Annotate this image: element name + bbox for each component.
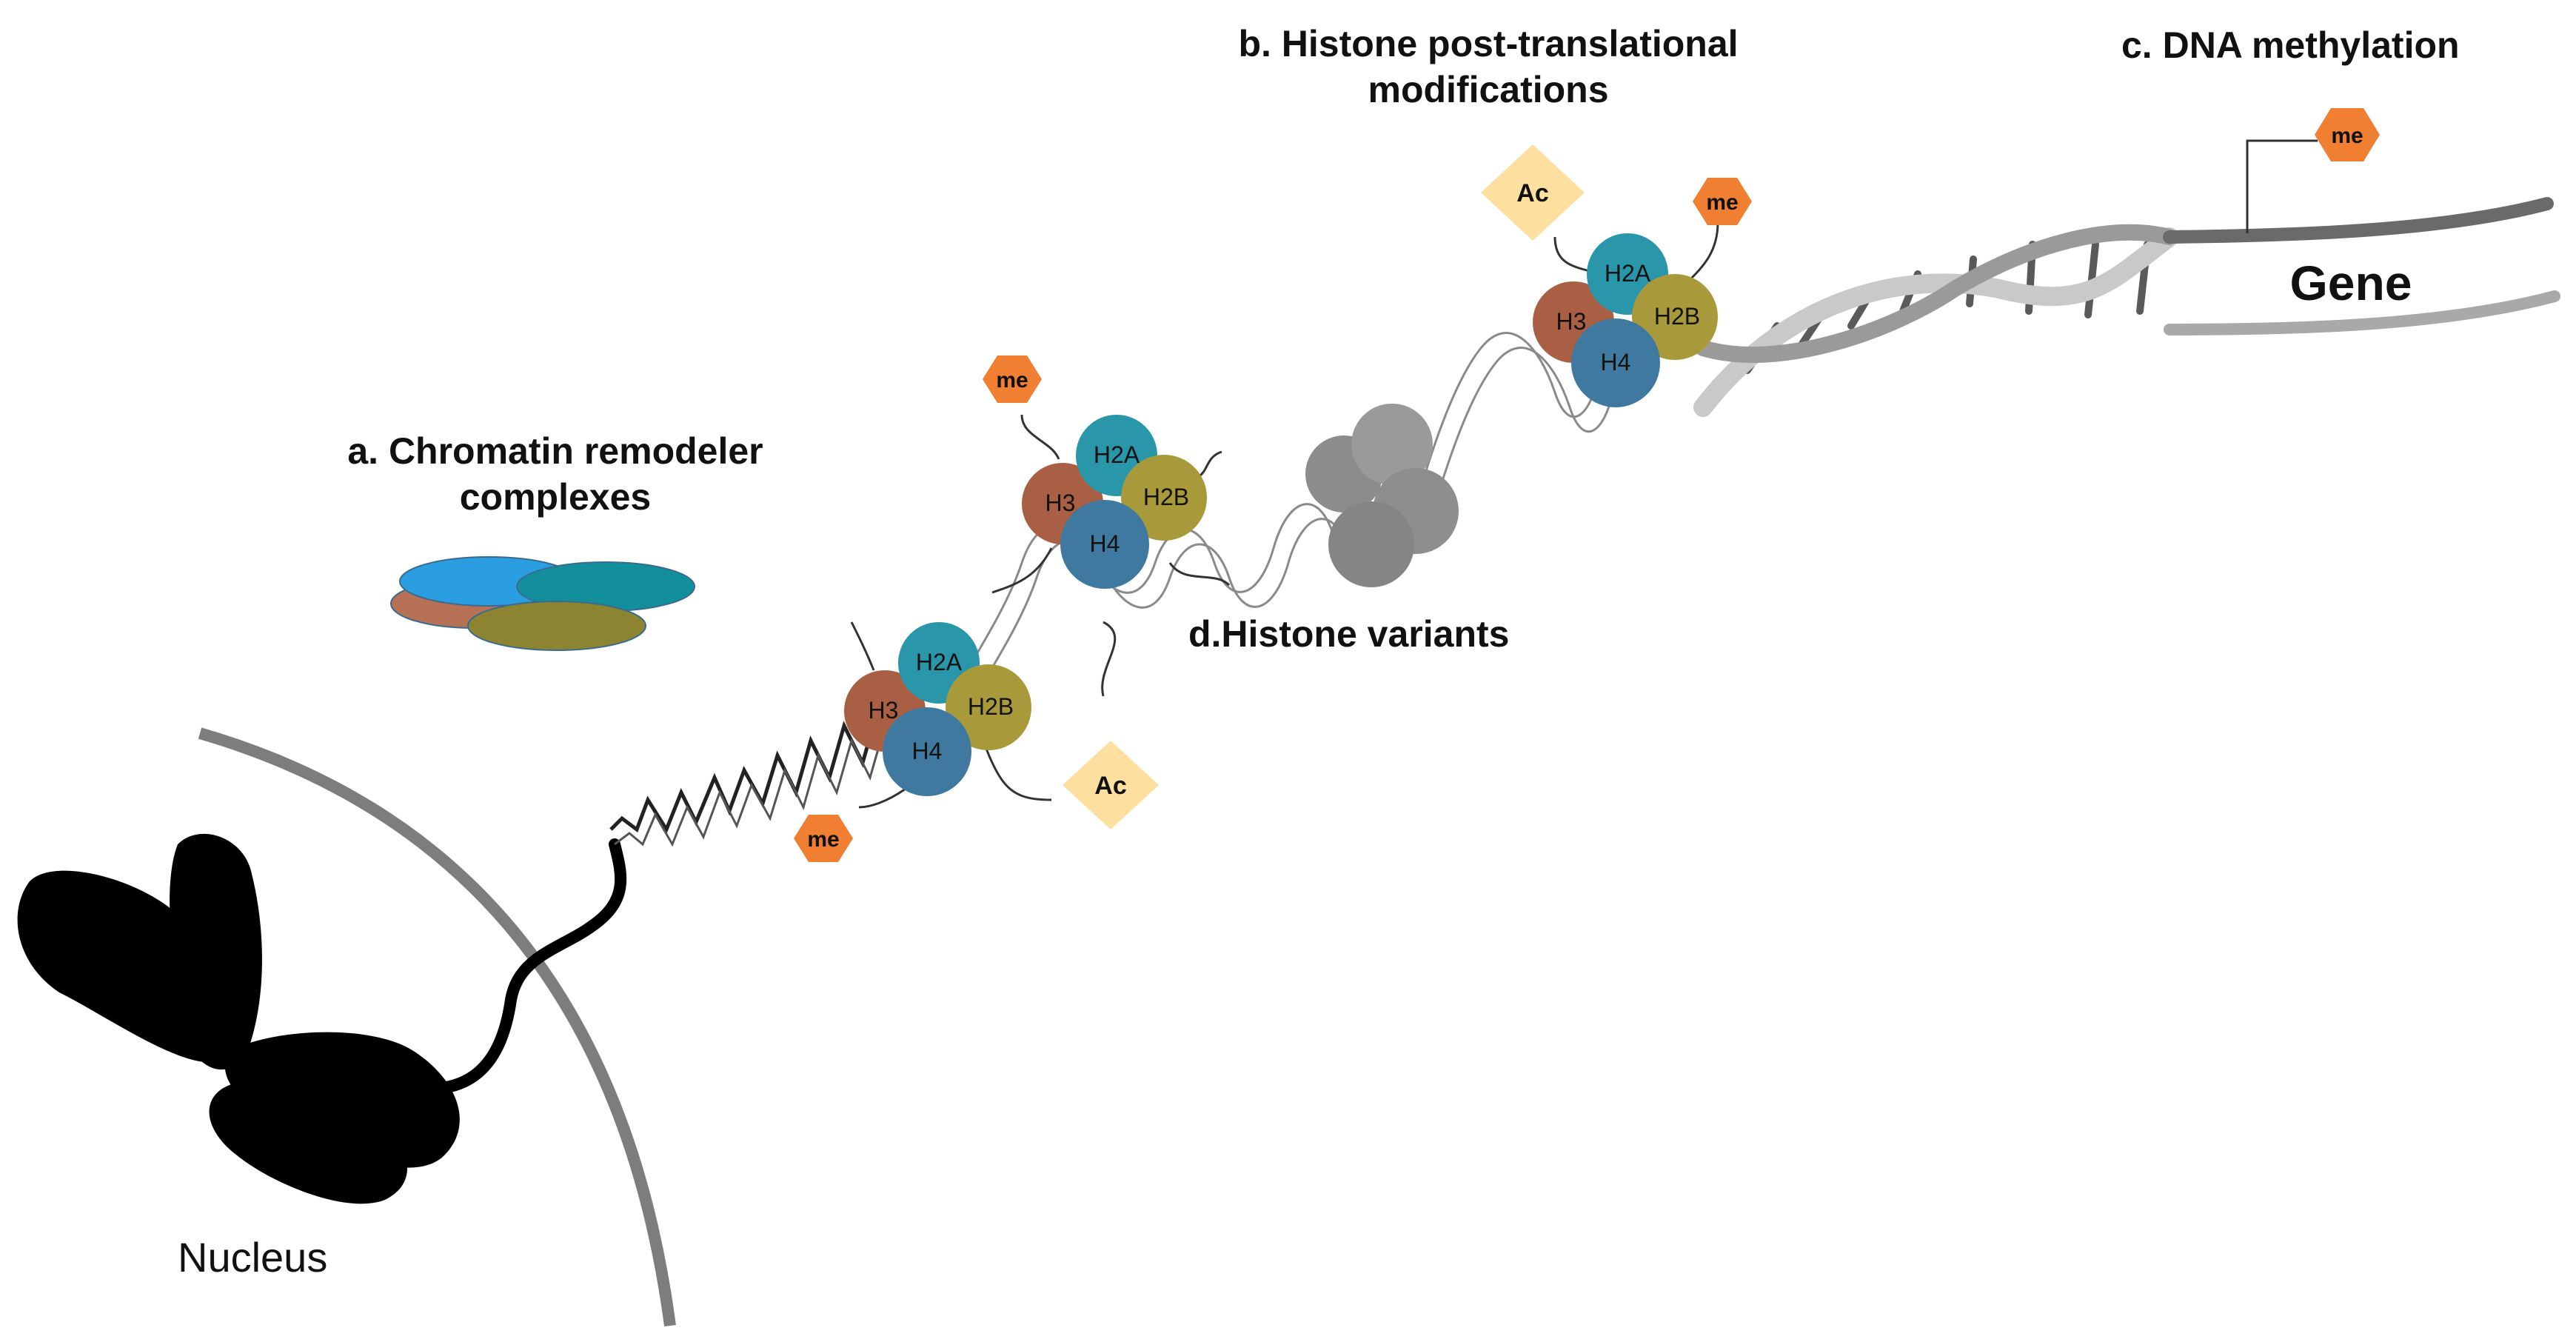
gene-label: Gene: [2289, 256, 2412, 310]
svg-text:me: me: [996, 368, 1028, 393]
nuclear-membrane: [198, 727, 676, 1327]
svg-text:me: me: [1706, 190, 1738, 215]
svg-text:me: me: [807, 827, 839, 852]
histone-h2b: [1121, 455, 1207, 541]
remodeler-title-line-2: complexes: [459, 476, 652, 518]
variants-title: d.Histone variants: [1188, 613, 1510, 655]
label-h3: H3: [869, 697, 899, 724]
histone-h4: [883, 707, 971, 796]
nucleosome-2: H2A H3 H2B H4: [1022, 415, 1207, 589]
label-h3: H3: [1046, 490, 1076, 516]
variant-sphere: [1328, 501, 1414, 587]
nucleosome-3: H2A H3 H2B H4: [1533, 233, 1718, 407]
label-h2b: H2B: [968, 693, 1014, 720]
ptm-title-line-1: b. Histone post-translational: [1238, 23, 1739, 64]
svg-text:me: me: [2331, 124, 2363, 148]
label-h2b: H2B: [1654, 303, 1700, 330]
nucleus-label: Nucleus: [178, 1234, 328, 1281]
ptm-title-line-2: modifications: [1368, 69, 1609, 110]
dna-helix: [1693, 197, 2560, 417]
ptm-title: b. Histone post-translational modificati…: [1155, 21, 1821, 113]
chromosome-tail: [424, 838, 627, 1095]
label-h2a: H2A: [916, 649, 963, 675]
methyl-mark-1: me: [794, 815, 853, 862]
label-h4: H4: [1090, 530, 1120, 557]
histone-h4: [1571, 318, 1660, 407]
gene-methyl-connector: [2246, 139, 2318, 233]
nucleosome-1: H2A H3 H2B H4: [844, 622, 1031, 796]
label-h2a: H2A: [1094, 441, 1140, 468]
coiled-chromatin: [609, 706, 905, 847]
label-h2a: H2A: [1605, 260, 1651, 287]
chromosome: [17, 833, 627, 1204]
methyl-mark-3: me: [1693, 178, 1752, 225]
label-h3: H3: [1556, 308, 1587, 335]
label-h2b: H2B: [1143, 484, 1189, 510]
remodeler-title-line-1: a. Chromatin remodeler: [347, 430, 763, 472]
svg-text:Ac: Ac: [1516, 179, 1548, 207]
remodeler-title: a. Chromatin remodeler complexes: [304, 428, 807, 520]
histone-h2b: [1632, 274, 1718, 360]
variant-nucleosome: [1305, 404, 1459, 587]
acetyl-mark-2: Ac: [1481, 144, 1585, 241]
histone-h2b: [946, 664, 1031, 750]
label-h4: H4: [912, 738, 943, 764]
variant-sphere: [1351, 404, 1433, 485]
label-h4: H4: [1601, 349, 1631, 375]
acetyl-mark-1: Ac: [1063, 741, 1159, 829]
svg-text:Ac: Ac: [1094, 772, 1126, 800]
methylation-title: c. DNA methylation: [2121, 24, 2460, 66]
methyl-mark-gene: me: [2315, 108, 2380, 161]
methyl-mark-2: me: [983, 355, 1042, 403]
remodeler-complex: [390, 556, 695, 651]
histone-h4: [1060, 500, 1149, 589]
